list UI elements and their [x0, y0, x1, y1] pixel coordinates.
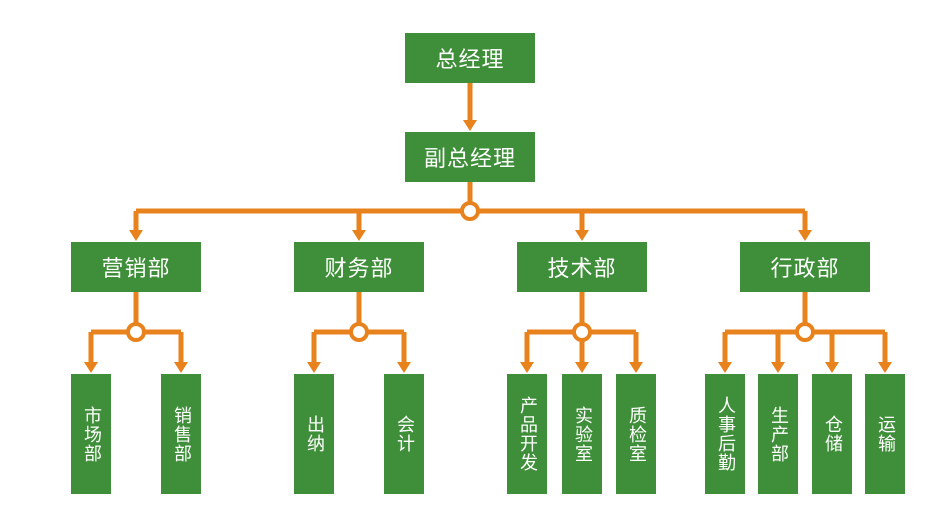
- arrow-to-unit-3-1: [771, 362, 785, 373]
- unit-quality-inspection-label: 质检室: [626, 405, 647, 463]
- junction-dept-2: [572, 322, 592, 342]
- arrow-to-unit-3-2: [825, 362, 839, 373]
- box-unit-hr-logistics: 人事后勤: [705, 374, 745, 494]
- unit-warehouse-label: 仓储: [822, 415, 843, 453]
- unit-hr-logistics-label: 人事后勤: [715, 396, 736, 472]
- arrow-to-dept-1: [352, 230, 366, 241]
- arrow-to-unit-2-2: [629, 362, 643, 373]
- box-unit-sales: 销售部: [161, 374, 201, 494]
- arrow-to-unit-1-0: [307, 362, 321, 373]
- box-general-manager: 总经理: [405, 33, 535, 83]
- unit-production-label: 生产部: [768, 405, 789, 463]
- arrow-to-dept-3: [798, 230, 812, 241]
- administration-dept-label: 行政部: [770, 257, 840, 282]
- arrow-to-unit-0-0: [84, 362, 98, 373]
- unit-sales-label: 销售部: [171, 405, 192, 463]
- junction-dept-1: [349, 322, 369, 342]
- unit-cashier-label: 出纳: [304, 415, 325, 453]
- arrow-to-unit-2-0: [520, 362, 534, 373]
- finance-dept-label: 财务部: [324, 257, 394, 282]
- arrow-to-unit-0-1: [174, 362, 188, 373]
- box-technology-dept: 技术部: [517, 242, 647, 292]
- deputy-general-manager-label: 副总经理: [423, 147, 516, 172]
- arrow-to-dept-2: [575, 230, 589, 241]
- arrow-to-unit-3-0: [718, 362, 732, 373]
- box-unit-warehouse: 仓储: [812, 374, 852, 494]
- box-deputy-general-manager: 副总经理: [405, 132, 535, 182]
- junction-deputy: [460, 201, 480, 221]
- box-unit-laboratory: 实验室: [562, 374, 602, 494]
- box-unit-transport: 运输: [865, 374, 905, 494]
- arrow-to-unit-3-3: [878, 362, 892, 373]
- unit-transport-label: 运输: [875, 415, 896, 453]
- box-administration-dept: 行政部: [740, 242, 870, 292]
- junction-dept-0: [126, 322, 146, 342]
- box-marketing-dept: 营销部: [71, 242, 201, 292]
- arrow-to-deputy: [463, 120, 477, 131]
- junction-dept-3: [795, 322, 815, 342]
- unit-product-development-label: 产品开发: [517, 396, 538, 472]
- box-unit-cashier: 出纳: [294, 374, 334, 494]
- box-unit-quality-inspection: 质检室: [616, 374, 656, 494]
- general-manager-label: 总经理: [435, 48, 505, 73]
- box-unit-product-development: 产品开发: [507, 374, 547, 494]
- box-finance-dept: 财务部: [294, 242, 424, 292]
- arrow-to-unit-1-1: [397, 362, 411, 373]
- unit-market-label: 市场部: [81, 405, 102, 463]
- unit-laboratory-label: 实验室: [572, 405, 593, 463]
- box-unit-market: 市场部: [71, 374, 111, 494]
- technology-dept-label: 技术部: [547, 257, 617, 282]
- arrow-to-unit-2-1: [575, 362, 589, 373]
- box-unit-accounting: 会计: [384, 374, 424, 494]
- unit-accounting-label: 会计: [394, 415, 415, 453]
- marketing-dept-label: 营销部: [101, 257, 171, 282]
- arrow-to-dept-0: [129, 230, 143, 241]
- box-unit-production: 生产部: [758, 374, 798, 494]
